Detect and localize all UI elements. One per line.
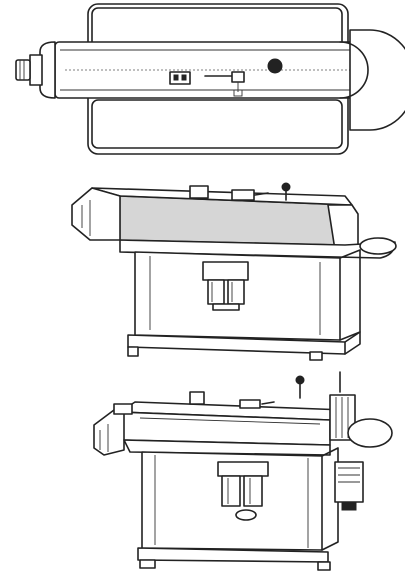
- base-foot-left: [127, 346, 139, 357]
- round-table-3: [347, 418, 393, 448]
- work-table-3: [123, 439, 331, 456]
- top-table-lower: [91, 99, 343, 149]
- motor-right: [227, 279, 245, 305]
- control-switch-box: [169, 71, 191, 85]
- front-left-housing: [71, 187, 121, 241]
- motor-top: [202, 261, 249, 281]
- motor-left: [207, 279, 225, 305]
- switch-box-3: [189, 391, 205, 405]
- front-tension-knob: [281, 182, 291, 192]
- motor-end-cap: [15, 59, 31, 81]
- motor-shaft-housing: [29, 54, 43, 86]
- adjust-clamp: [231, 71, 245, 83]
- clamp-3: [239, 399, 261, 409]
- left-housing-3: [93, 409, 125, 456]
- base-foot-left-3: [139, 559, 156, 569]
- table-extension: [359, 237, 397, 255]
- left-drive-housing: [39, 41, 56, 99]
- front-clamp: [231, 189, 255, 201]
- front-right-housing: [327, 204, 359, 251]
- right-pulley-guard: [349, 29, 405, 131]
- top-view: [15, 3, 405, 155]
- base-foot-right-3: [317, 561, 331, 571]
- motor-right-3: [243, 475, 263, 507]
- motor-top-3: [217, 461, 269, 477]
- motor-terminal-box: [341, 501, 357, 511]
- motor-left-3: [221, 475, 241, 507]
- left-housing-cap: [113, 403, 133, 415]
- front-view: [71, 182, 397, 361]
- base-foot-right: [309, 351, 323, 361]
- front-switch-box: [189, 185, 209, 199]
- front-view-with-motor: [93, 371, 393, 571]
- right-pulley: [339, 41, 369, 99]
- tension-knob-3: [295, 375, 305, 385]
- tension-knob: [267, 58, 283, 74]
- motor-pulley-3: [235, 509, 257, 521]
- motor-base: [212, 303, 240, 311]
